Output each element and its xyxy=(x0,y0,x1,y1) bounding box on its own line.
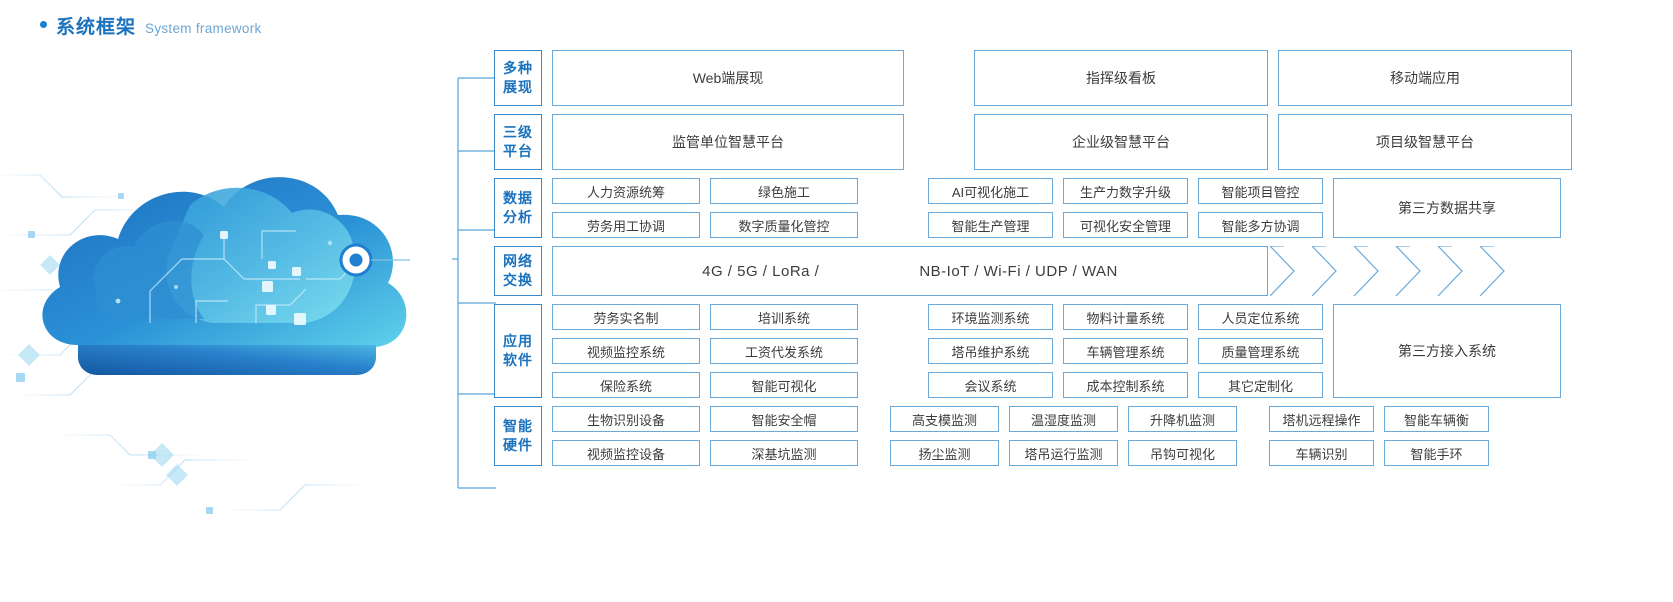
row-label-network-exchange: 网络 交换 xyxy=(494,246,542,296)
app-right-group: 环境监测系统 物料计量系统 人员定位系统 塔吊维护系统 车辆管理系统 质量管理系… xyxy=(928,304,1323,398)
cell-web-display[interactable]: Web端展现 xyxy=(552,50,904,106)
hw-tail-group: 塔机远程操作 智能车辆衡 车辆识别 智能手环 xyxy=(1269,406,1489,466)
app-left-group: 劳务实名制 培训系统 视频监控系统 工资代发系统 保险系统 智能可视化 xyxy=(552,304,858,398)
cell-hr-planning[interactable]: 人力资源统筹 xyxy=(552,178,700,204)
network-protocol-box[interactable]: 4G / 5G / LoRa / NB-IoT / Wi-Fi / UDP / … xyxy=(552,246,1268,296)
cell-environment-monitoring[interactable]: 环境监测系统 xyxy=(928,304,1053,330)
cell-mobile-app[interactable]: 移动端应用 xyxy=(1278,50,1572,106)
row-label-presentation: 多种 展现 xyxy=(494,50,542,106)
cell-temp-humidity-monitoring[interactable]: 温湿度监测 xyxy=(1009,406,1118,432)
row-label-line1: 应用 xyxy=(503,333,533,350)
cell-biometric-device[interactable]: 生物识别设备 xyxy=(552,406,700,432)
cell-smart-production-mgmt[interactable]: 智能生产管理 xyxy=(928,212,1053,238)
row-label-data-analysis: 数据 分析 xyxy=(494,178,542,238)
framework-rows: 多种 展现 Web端展现 指挥级看板 移动端应用 三级 平台 监管单位智慧平台 … xyxy=(494,50,1572,474)
cell-meeting-system[interactable]: 会议系统 xyxy=(928,372,1053,398)
flow-chevrons xyxy=(1270,246,1540,296)
row-label-line1: 多种 xyxy=(503,60,533,77)
row-label-line1: 数据 xyxy=(503,190,533,207)
row-label-line2: 展现 xyxy=(503,79,533,95)
cell-vehicle-recognition[interactable]: 车辆识别 xyxy=(1269,440,1374,466)
group-spacer xyxy=(858,406,890,466)
cell-high-formwork-monitoring[interactable]: 高支模监测 xyxy=(890,406,999,432)
network-protocols-right: NB-IoT / Wi-Fi / UDP / WAN xyxy=(919,262,1118,280)
cell-command-dashboard[interactable]: 指挥级看板 xyxy=(974,50,1268,106)
cell-hoist-monitoring[interactable]: 升降机监测 xyxy=(1128,406,1237,432)
cell-training-system[interactable]: 培训系统 xyxy=(710,304,858,330)
cell-smart-wristband[interactable]: 智能手环 xyxy=(1384,440,1489,466)
cell-project-platform[interactable]: 项目级智慧平台 xyxy=(1278,114,1572,170)
cell-personnel-positioning[interactable]: 人员定位系统 xyxy=(1198,304,1323,330)
row-label-line2: 硬件 xyxy=(503,437,533,453)
cell-material-metering[interactable]: 物料计量系统 xyxy=(1063,304,1188,330)
hw-left-group: 生物识别设备 智能安全帽 视频监控设备 深基坑监测 xyxy=(552,406,858,466)
cell-smart-weighbridge[interactable]: 智能车辆衡 xyxy=(1384,406,1489,432)
cell-dust-monitoring[interactable]: 扬尘监测 xyxy=(890,440,999,466)
cell-video-surveillance-system[interactable]: 视频监控系统 xyxy=(552,338,700,364)
group-spacer xyxy=(858,304,928,398)
page-header: 系统框架 System framework xyxy=(40,12,262,39)
row-smart-hardware: 智能 硬件 生物识别设备 智能安全帽 视频监控设备 深基坑监测 xyxy=(494,406,1534,466)
row-platform: 三级 平台 监管单位智慧平台 企业级智慧平台 项目级智慧平台 xyxy=(494,114,1572,170)
cell-insurance-system[interactable]: 保险系统 xyxy=(552,372,700,398)
cell-digital-quality-control[interactable]: 数字质量化管控 xyxy=(710,212,858,238)
cell-crane-maintenance[interactable]: 塔吊维护系统 xyxy=(928,338,1053,364)
cell-smart-multiparty-coord[interactable]: 智能多方协调 xyxy=(1198,212,1323,238)
network-protocols-left: 4G / 5G / LoRa / xyxy=(702,262,820,280)
data-analysis-left-group: 人力资源统筹 绿色施工 劳务用工协调 数字质量化管控 xyxy=(552,178,858,238)
group-spacer xyxy=(858,178,928,238)
row-label-line2: 平台 xyxy=(503,143,533,159)
cell-supervision-platform[interactable]: 监管单位智慧平台 xyxy=(552,114,904,170)
row-label-line2: 分析 xyxy=(503,209,533,225)
row-label-application-software: 应用 软件 xyxy=(494,304,542,398)
cell-green-construction[interactable]: 绿色施工 xyxy=(710,178,858,204)
row-label-line2: 交换 xyxy=(503,272,533,288)
cell-vehicle-management[interactable]: 车辆管理系统 xyxy=(1063,338,1188,364)
row-data-analysis: 数据 分析 人力资源统筹 绿色施工 劳务用工协调 数字质量化管控 xyxy=(494,178,1561,238)
cell-smart-helmet[interactable]: 智能安全帽 xyxy=(710,406,858,432)
cell-video-surveillance-device[interactable]: 视频监控设备 xyxy=(552,440,700,466)
cell-crane-operation-monitoring[interactable]: 塔吊运行监测 xyxy=(1009,440,1118,466)
cell-enterprise-platform[interactable]: 企业级智慧平台 xyxy=(974,114,1268,170)
cell-labor-realname[interactable]: 劳务实名制 xyxy=(552,304,700,330)
row-network-exchange: 网络 交换 4G / 5G / LoRa / NB-IoT / Wi-Fi / … xyxy=(494,246,1534,296)
connector-tree xyxy=(452,50,502,515)
cell-quality-management[interactable]: 质量管理系统 xyxy=(1198,338,1323,364)
data-analysis-right-group: AI可视化施工 生产力数字升级 智能项目管控 智能生产管理 可视化安全管理 智能… xyxy=(928,178,1323,238)
bullet-icon xyxy=(40,21,47,28)
cell-smart-project-control[interactable]: 智能项目管控 xyxy=(1198,178,1323,204)
row-label-platform: 三级 平台 xyxy=(494,114,542,170)
cell-visual-safety-mgmt[interactable]: 可视化安全管理 xyxy=(1063,212,1188,238)
row-presentation: 多种 展现 Web端展现 指挥级看板 移动端应用 xyxy=(494,50,1572,106)
cell-other-customization[interactable]: 其它定制化 xyxy=(1198,372,1323,398)
row-label-line1: 智能 xyxy=(503,418,533,435)
page-subtitle: System framework xyxy=(145,21,262,36)
cell-hook-visualization[interactable]: 吊钩可视化 xyxy=(1128,440,1237,466)
page-title: 系统框架 xyxy=(56,17,137,38)
cloud-network-illustration xyxy=(0,55,470,565)
row-application-software: 应用 软件 劳务实名制 培训系统 视频监控系统 工资代发系统 保险系统 智能可视… xyxy=(494,304,1561,398)
cell-crane-remote-operation[interactable]: 塔机远程操作 xyxy=(1269,406,1374,432)
row-label-line2: 软件 xyxy=(503,352,533,368)
row-label-line1: 三级 xyxy=(503,124,533,141)
row-label-line1: 网络 xyxy=(503,253,533,270)
cell-labor-coordination[interactable]: 劳务用工协调 xyxy=(552,212,700,238)
cell-deep-pit-monitoring[interactable]: 深基坑监测 xyxy=(710,440,858,466)
cell-third-party-access-system[interactable]: 第三方接入系统 xyxy=(1333,304,1561,398)
cell-cost-control[interactable]: 成本控制系统 xyxy=(1063,372,1188,398)
cell-productivity-upgrade[interactable]: 生产力数字升级 xyxy=(1063,178,1188,204)
hw-right-group: 高支模监测 温湿度监测 升降机监测 扬尘监测 塔吊运行监测 吊钩可视化 xyxy=(890,406,1237,466)
row-label-smart-hardware: 智能 硬件 xyxy=(494,406,542,466)
group-spacer-2 xyxy=(1237,406,1269,466)
cell-smart-visualization[interactable]: 智能可视化 xyxy=(710,372,858,398)
cell-payroll-system[interactable]: 工资代发系统 xyxy=(710,338,858,364)
cell-ai-visual-construction[interactable]: AI可视化施工 xyxy=(928,178,1053,204)
cell-third-party-data-sharing[interactable]: 第三方数据共享 xyxy=(1333,178,1561,238)
